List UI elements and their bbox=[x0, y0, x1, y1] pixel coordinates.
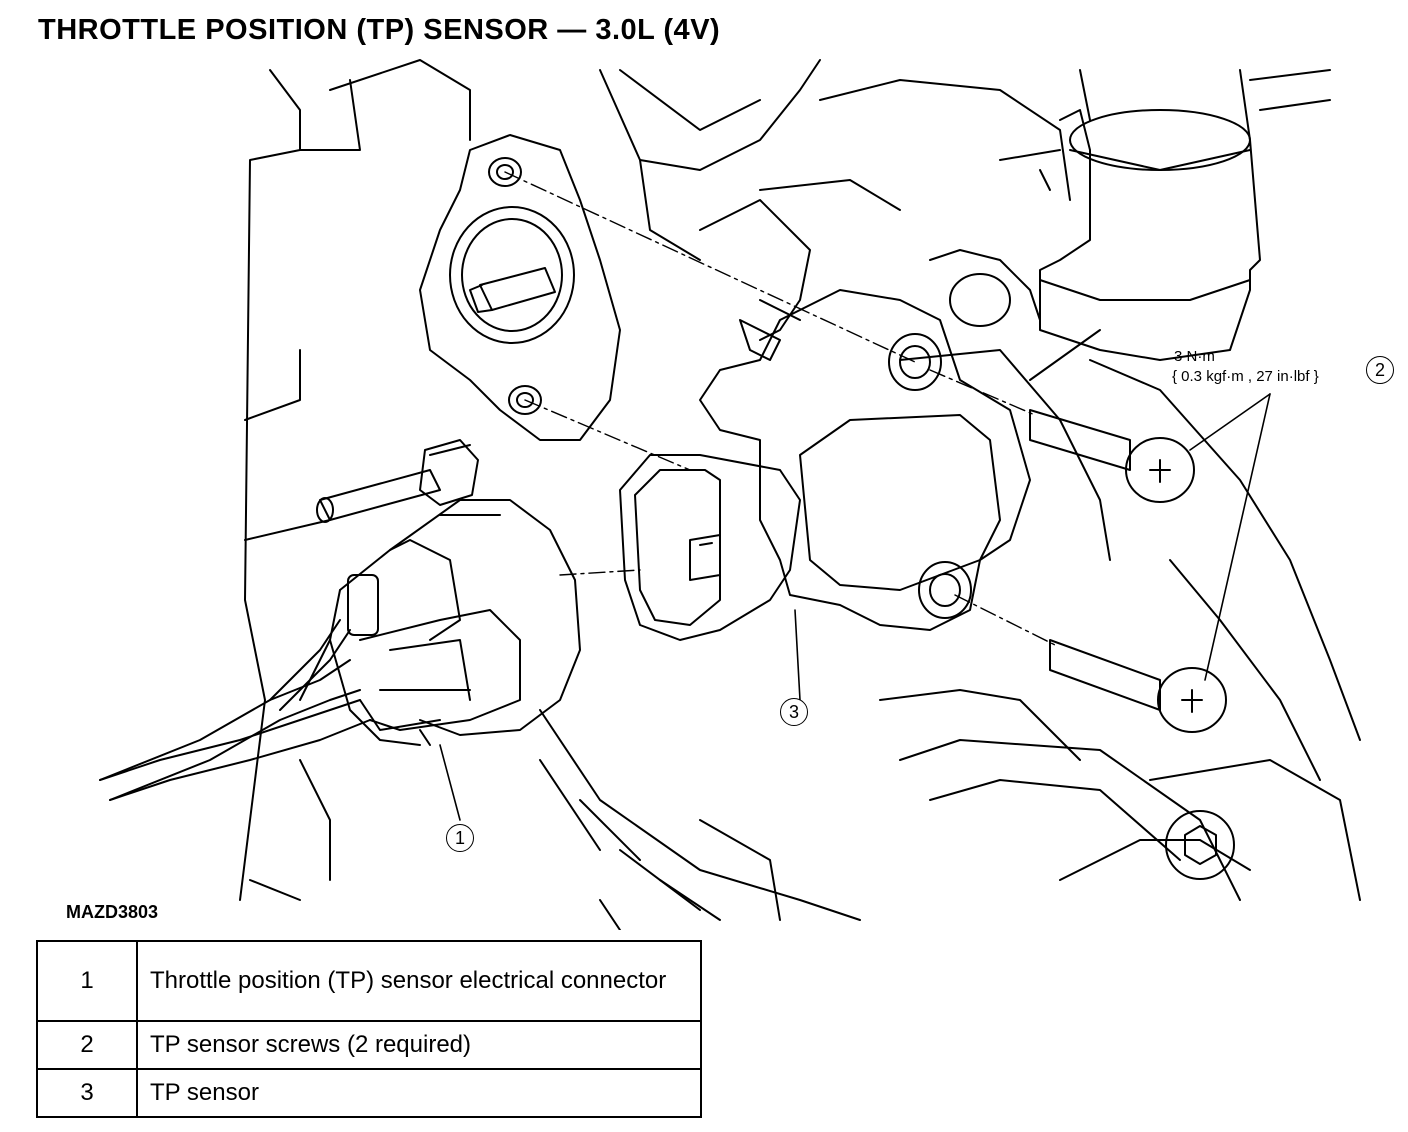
tp-sensor-screw-upper bbox=[1029, 409, 1195, 503]
torque-spec-nm: 3 N·m bbox=[1174, 348, 1215, 365]
callout-1: 1 bbox=[446, 824, 474, 852]
tp-sensor-electrical-connector bbox=[329, 499, 581, 746]
legend-description: Throttle position (TP) sensor electrical… bbox=[136, 940, 702, 1022]
engine-background-outline bbox=[99, 59, 1361, 930]
legend-table: 1 Throttle position (TP) sensor electric… bbox=[36, 940, 702, 1118]
injector-hose bbox=[699, 109, 1261, 361]
legend-number: 2 bbox=[36, 1020, 138, 1070]
figure-id: MAZD3803 bbox=[66, 902, 159, 922]
legend-number: 3 bbox=[36, 1068, 138, 1118]
tp-sensor-body bbox=[619, 289, 1031, 641]
wiring-harness bbox=[99, 619, 361, 801]
tp-sensor-screw-lower bbox=[1049, 639, 1227, 733]
alignment-lines bbox=[504, 171, 1056, 646]
legend-row: 1 Throttle position (TP) sensor electric… bbox=[36, 940, 702, 1022]
legend-number: 1 bbox=[36, 940, 138, 1022]
hex-socket-bolt bbox=[1165, 810, 1235, 880]
legend-description: TP sensor screws (2 required) bbox=[136, 1020, 702, 1070]
legend-description: TP sensor bbox=[136, 1068, 702, 1118]
leader-lines bbox=[439, 393, 1271, 821]
legend-row: 3 TP sensor bbox=[36, 1068, 702, 1118]
page-title: THROTTLE POSITION (TP) SENSOR — 3.0L (4V… bbox=[38, 14, 721, 46]
legend-row: 2 TP sensor screws (2 required) bbox=[36, 1020, 702, 1070]
torque-spec-kgf-inlbf: { 0.3 kgf·m , 27 in·lbf } bbox=[1172, 368, 1319, 385]
tp-sensor-diagram bbox=[99, 59, 1361, 930]
stud-and-nut bbox=[316, 439, 479, 523]
callout-3: 3 bbox=[780, 698, 808, 726]
callout-2: 2 bbox=[1366, 356, 1394, 384]
throttle-body-flange bbox=[419, 134, 621, 441]
